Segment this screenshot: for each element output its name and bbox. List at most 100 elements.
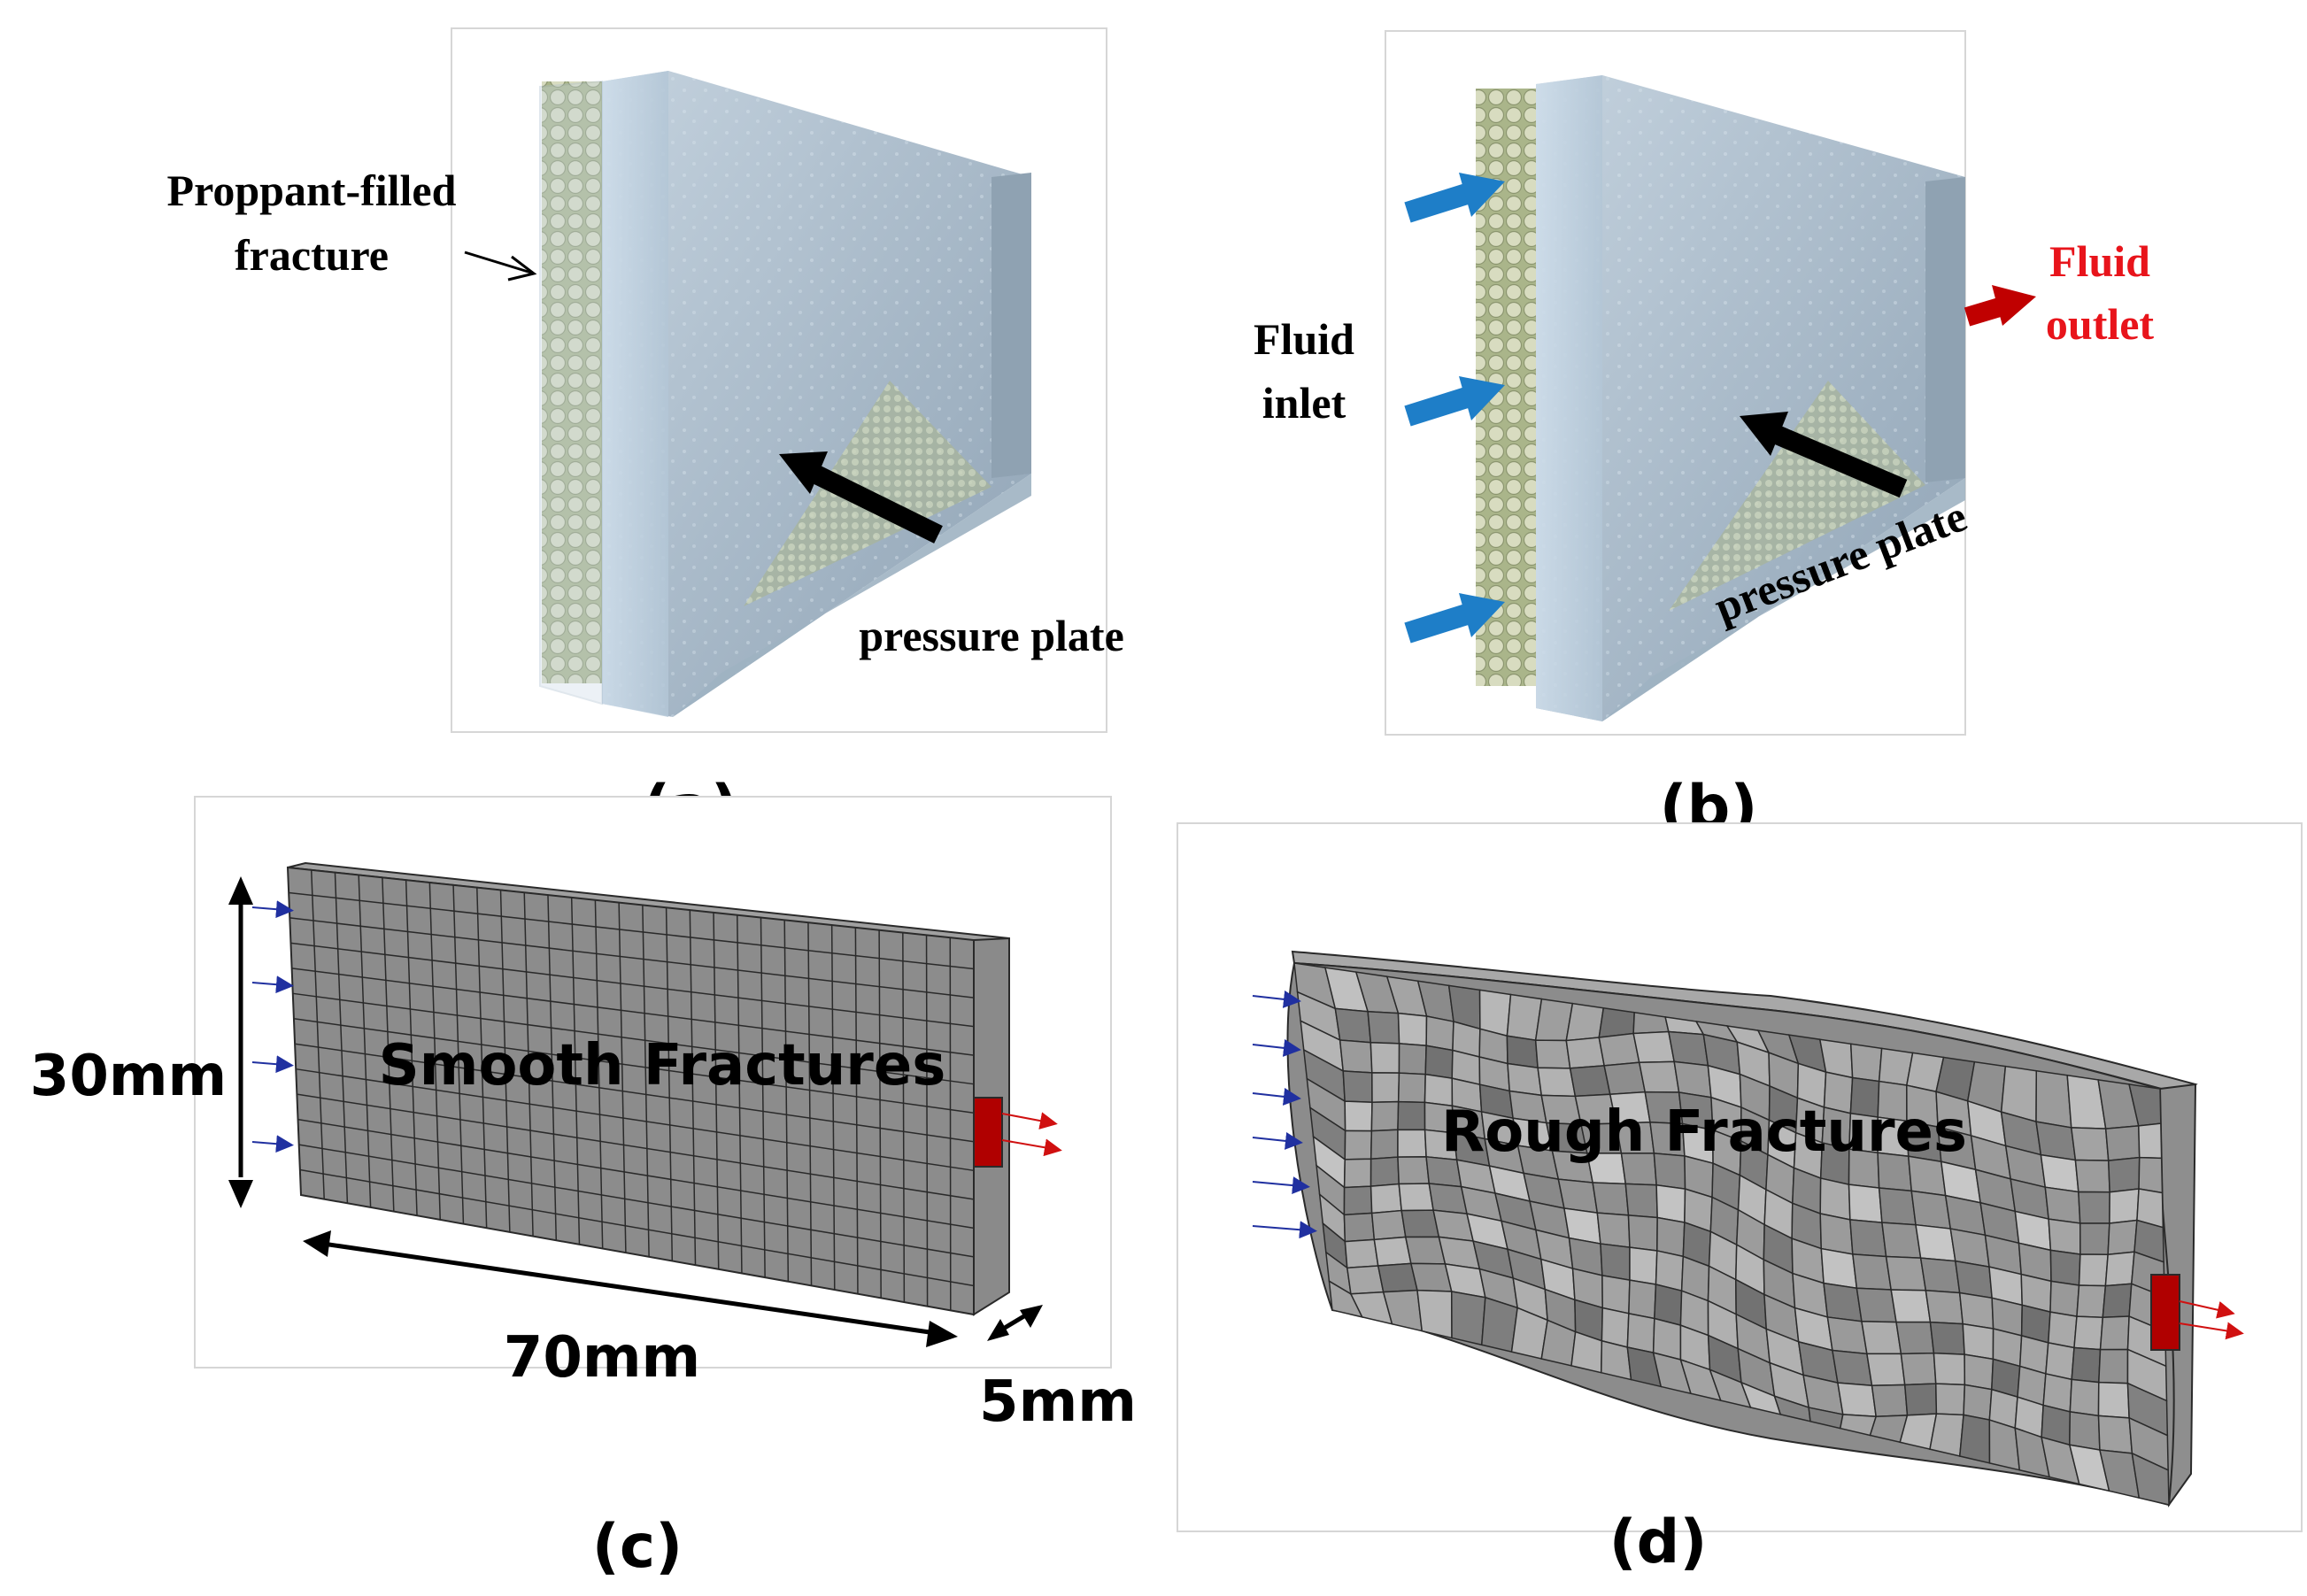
label-outlet-line2: outlet [2046, 299, 2155, 349]
outlet-markers-d [2179, 1300, 2244, 1340]
mesh-cell [2097, 1381, 2130, 1419]
label-proppant-line1: Proppant-filled [167, 166, 457, 215]
label-inlet-line2: inlet [1262, 378, 1346, 428]
mesh-cell [1370, 1100, 1400, 1132]
mesh-cell [1565, 1037, 1606, 1069]
mesh-cell [2069, 1411, 2101, 1451]
mesh-cell [1852, 1253, 1893, 1291]
mesh-cell [2076, 1284, 2107, 1319]
label-inlet-line1: Fluid [1254, 314, 1354, 364]
mesh-cell [1370, 1183, 1402, 1214]
smooth-title: Smooth Fractures [379, 1033, 946, 1099]
mesh-cell [1598, 1006, 1635, 1038]
mesh-cell [1373, 1236, 1412, 1267]
mesh-cell [1370, 1041, 1400, 1074]
mesh-cell [2070, 1127, 2110, 1161]
mesh-cell [1933, 1352, 1966, 1386]
mesh-cell [1667, 1030, 1709, 1067]
mesh-cell [1478, 989, 1512, 1037]
mesh-cell [1964, 1353, 1995, 1391]
dim-width-label: 5mm [979, 1369, 1137, 1435]
inlet-arrow-1 [1404, 173, 1505, 223]
mesh-cell [1831, 1349, 1873, 1387]
mesh-cell [2097, 1415, 2133, 1454]
mesh-cell [2097, 1348, 2129, 1384]
mesh-line [294, 1043, 975, 1143]
proppant-column-a [542, 81, 602, 683]
mesh-cell [2045, 1342, 2075, 1381]
mesh-cell [1397, 1072, 1426, 1104]
outlet-patch-d [2150, 1274, 2180, 1351]
mesh-line [292, 992, 975, 1085]
rough-mesh [1286, 950, 2198, 1508]
mesh-cell [1344, 1100, 1373, 1132]
fracture-cell-a [539, 71, 1031, 717]
mesh-cell [1371, 1072, 1400, 1103]
mesh-line [737, 914, 743, 1274]
mesh-line [830, 925, 836, 1291]
mesh-cell [1370, 1156, 1400, 1187]
mesh-cell [1866, 1353, 1906, 1386]
mesh-cell [1871, 1384, 1909, 1417]
mesh-cell [1400, 1209, 1440, 1238]
mesh-line [297, 1118, 975, 1230]
mesh-cell [1397, 1156, 1431, 1185]
label-proppant-line2: fracture [235, 230, 389, 280]
mesh-cell [1334, 1007, 1372, 1044]
mesh-cell [1915, 1223, 1956, 1262]
pressure-arrow-b [1740, 412, 1908, 498]
mesh-line [547, 895, 558, 1241]
mesh-line [358, 875, 372, 1207]
mesh-cell [1837, 1382, 1878, 1418]
mesh-cell [1656, 1216, 1686, 1258]
mesh-cell [1537, 1067, 1577, 1098]
mesh-line [289, 917, 975, 998]
mesh-cell [1929, 1321, 1965, 1355]
inlet-markers-d [1252, 990, 1317, 1239]
mesh-cell [1425, 1015, 1454, 1052]
mesh-cell [1367, 1010, 1400, 1045]
mesh-cell [1451, 1291, 1486, 1346]
mesh-line [293, 1018, 975, 1114]
mesh-cell [1629, 1246, 1658, 1285]
label-pressure-plate-a: pressure plate [859, 611, 1124, 660]
mesh-line [299, 1168, 975, 1287]
mesh-line [499, 890, 511, 1232]
mesh-cell [1600, 1243, 1631, 1282]
mesh-cell [1596, 1212, 1631, 1248]
mesh-cell [2044, 1186, 2081, 1224]
mesh-cell [1397, 1129, 1427, 1158]
caption-d: (d) [1609, 1507, 1708, 1577]
mesh-cell [2035, 1069, 2072, 1129]
mesh-line [760, 917, 766, 1278]
mesh-line [807, 922, 813, 1286]
panel-d: Rough Fractures (d) [1177, 822, 2303, 1577]
dim-arrow-height [228, 876, 253, 1208]
panel-b: Fluid inlet Fluid outlet pressure plate … [1254, 30, 2155, 843]
mesh-cell [1878, 1187, 1917, 1226]
mesh-line [334, 872, 349, 1204]
mesh-cell [1849, 1219, 1887, 1258]
mesh-cell [2137, 1122, 2163, 1160]
mesh-cell [1398, 1043, 1427, 1076]
mesh-cell [1628, 1279, 1657, 1320]
mesh-cell [1598, 1032, 1640, 1067]
mesh-cell [1881, 1222, 1922, 1259]
mesh-cell [1343, 1185, 1373, 1216]
mesh-cell [2107, 1219, 2138, 1256]
smooth-mesh-grid [289, 869, 975, 1311]
mesh-cell [2069, 1378, 2100, 1417]
mesh-cell [1346, 1265, 1385, 1295]
mesh-cell [1963, 1384, 1993, 1421]
mesh-cell [1910, 1190, 1952, 1230]
mesh-cell [1962, 1322, 1995, 1361]
mesh-line [570, 897, 581, 1245]
label-outlet-line1: Fluid [2049, 236, 2150, 286]
mesh-line [296, 1068, 975, 1172]
mesh-line [949, 937, 952, 1311]
mesh-cell [1370, 1129, 1399, 1160]
mesh-line [428, 882, 441, 1220]
mesh-cell [1424, 1045, 1454, 1080]
mesh-cell [1856, 1287, 1897, 1323]
mesh-cell [1934, 1383, 1966, 1416]
